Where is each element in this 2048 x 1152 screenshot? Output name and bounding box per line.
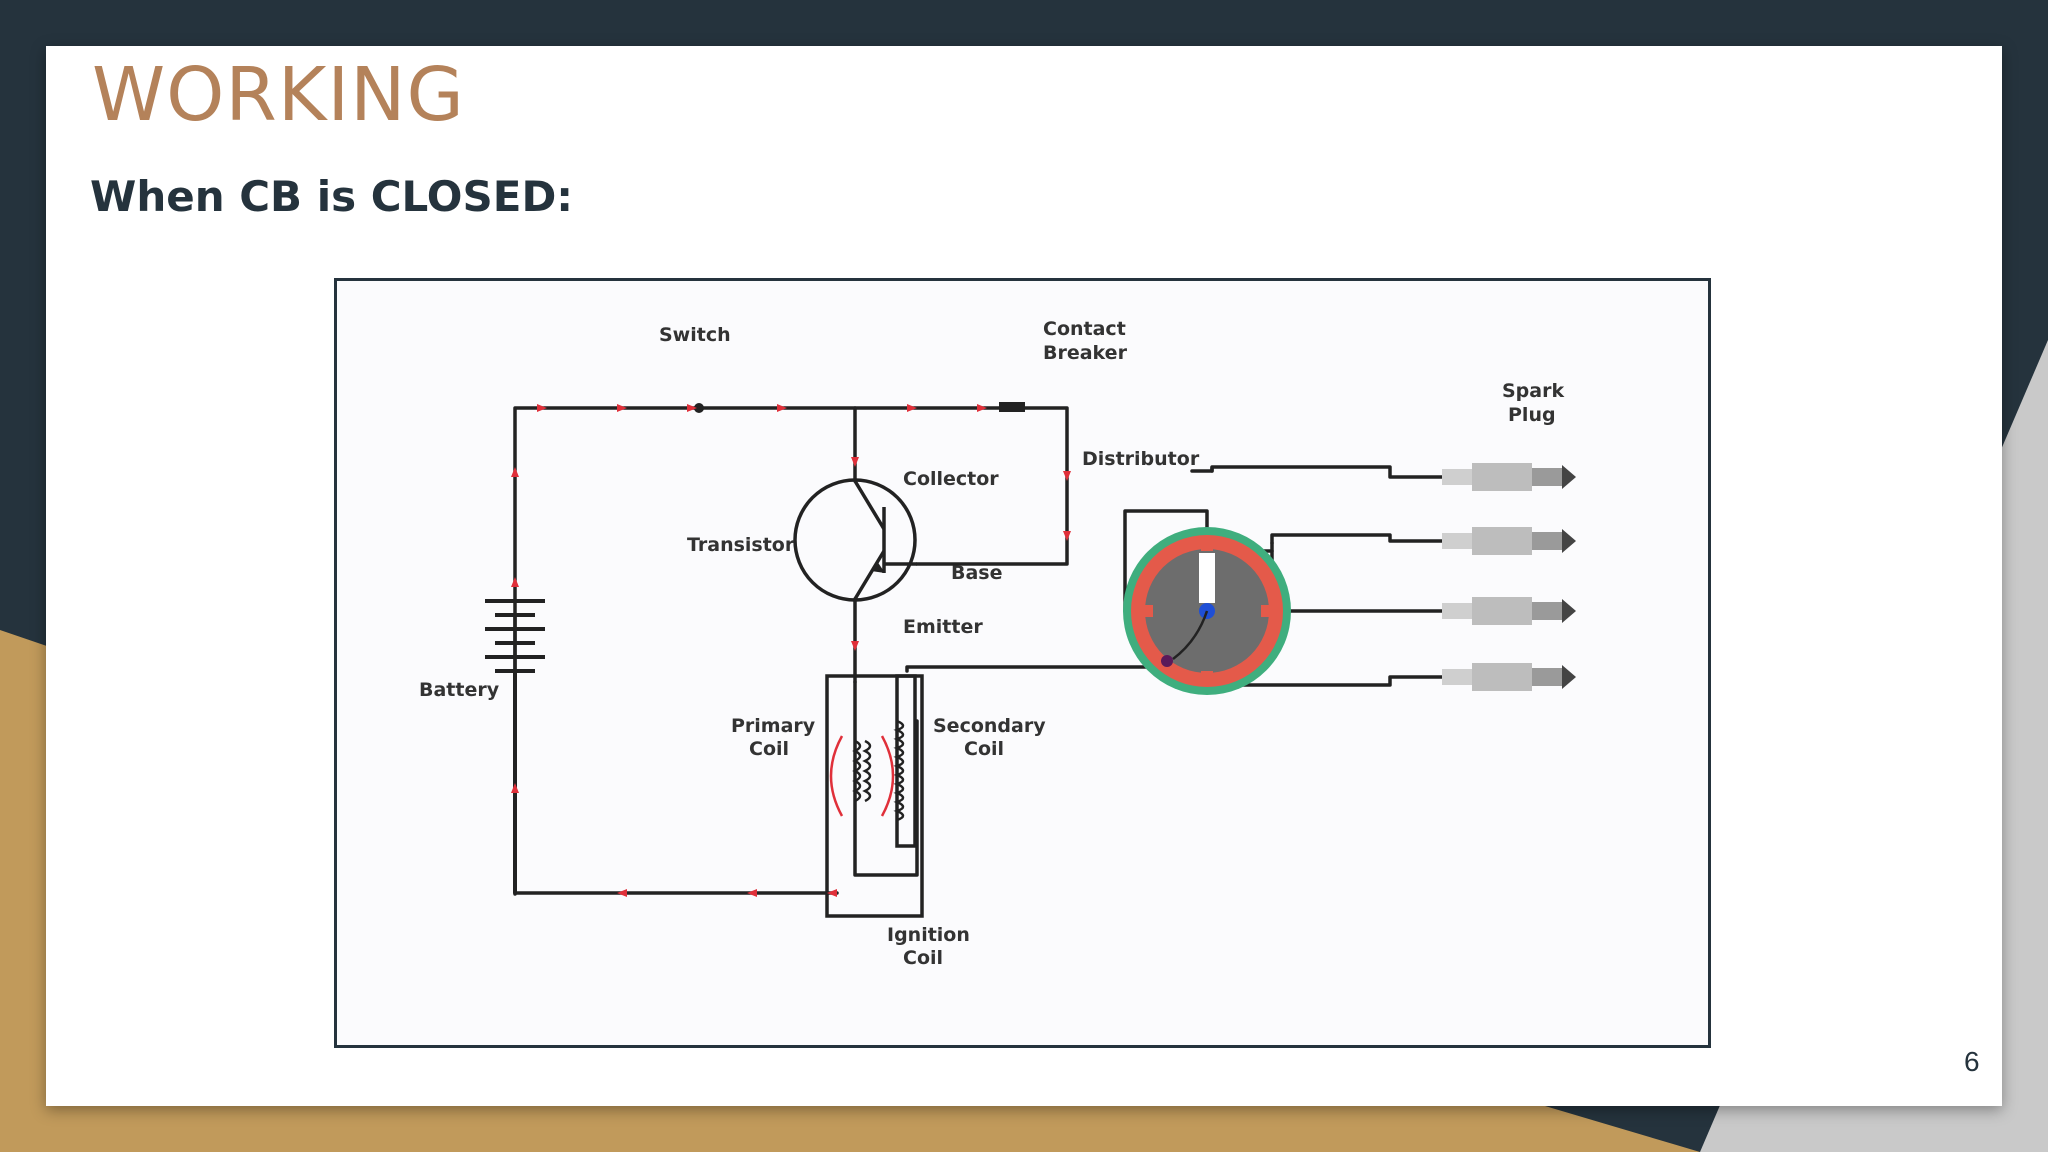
primary-coil-winding bbox=[852, 739, 872, 803]
distributor bbox=[1123, 527, 1291, 695]
spark-plug-2 bbox=[1442, 527, 1576, 555]
switch-node bbox=[694, 403, 704, 413]
spark-plug-3 bbox=[1442, 597, 1576, 625]
transistor-symbol bbox=[793, 478, 917, 602]
spark-plug-4 bbox=[1442, 663, 1576, 691]
diagram-labels: Switch Contact Breaker Spark Plug Distri… bbox=[419, 318, 1564, 969]
current-flow-arrows bbox=[511, 404, 1071, 897]
label-distributor: Distributor bbox=[1082, 448, 1200, 470]
secondary-coil-winding bbox=[893, 719, 905, 822]
label-spark-plug-1: Spark bbox=[1502, 380, 1564, 402]
label-base: Base bbox=[951, 562, 1003, 584]
spark-plug-1 bbox=[1442, 463, 1576, 491]
label-contact-breaker-2: Breaker bbox=[1043, 342, 1128, 364]
wire-plug2 bbox=[1270, 533, 1444, 545]
magnetic-field-left bbox=[829, 735, 844, 817]
label-emitter: Emitter bbox=[903, 616, 983, 638]
ignition-circuit-diagram: Switch Contact Breaker Spark Plug Distri… bbox=[419, 318, 1576, 969]
label-secondary-coil-1: Secondary bbox=[933, 715, 1046, 737]
slide-title: WORKING bbox=[92, 52, 465, 138]
label-spark-plug-2: Plug bbox=[1508, 404, 1556, 426]
label-primary-coil-1: Primary bbox=[731, 715, 816, 737]
wire-secondary-hv bbox=[905, 665, 1150, 673]
page-number: 6 bbox=[1964, 1046, 1980, 1077]
label-battery: Battery bbox=[419, 679, 500, 701]
label-ignition-coil-1: Ignition bbox=[887, 924, 970, 946]
label-secondary-coil-2: Coil bbox=[964, 738, 1004, 760]
label-collector: Collector bbox=[903, 468, 999, 490]
label-primary-coil-2: Coil bbox=[749, 738, 789, 760]
diagram-frame: Switch Contact Breaker Spark Plug Distri… bbox=[334, 278, 1711, 1048]
wire-plug1 bbox=[1210, 465, 1444, 479]
slide-subtitle: When CB is CLOSED: bbox=[90, 172, 574, 221]
label-switch: Switch bbox=[659, 324, 731, 346]
label-transistor: Transistor bbox=[687, 534, 795, 556]
label-ignition-coil-2: Coil bbox=[903, 947, 943, 969]
emitter-arrow bbox=[871, 561, 885, 573]
label-contact-breaker-1: Contact bbox=[1043, 318, 1126, 340]
wire-plug4 bbox=[1200, 675, 1444, 687]
contact-breaker bbox=[999, 402, 1025, 412]
wire-top-loop bbox=[513, 406, 1069, 895]
magnetic-field-right bbox=[880, 735, 895, 817]
wire-primary bbox=[853, 680, 919, 877]
battery-symbol bbox=[485, 599, 545, 893]
ignition-coil bbox=[825, 674, 924, 918]
wire-dist-left bbox=[1123, 509, 1209, 613]
wire-plug3 bbox=[1270, 541, 1444, 613]
